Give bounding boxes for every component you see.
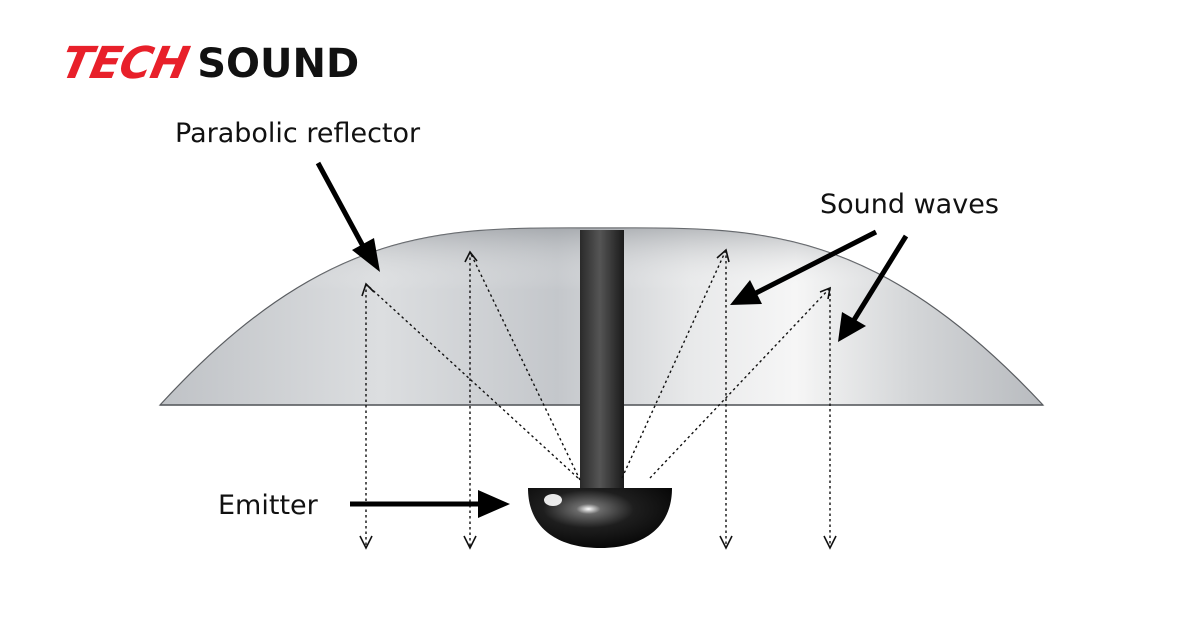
parabolic-reflector-label: Parabolic reflector [175, 118, 421, 149]
waves-arrow-1 [754, 229, 878, 296]
label-arrows [315, 161, 909, 518]
emitter-arrowhead [478, 490, 510, 518]
emitter-hemisphere [528, 488, 672, 548]
sound-waves-label: Sound waves [820, 189, 999, 220]
logo-sound-text: SOUND [197, 41, 360, 87]
techsound-logo: TECH SOUND [57, 34, 360, 94]
ray-arrowheads [359, 248, 837, 550]
sound-wave-rays [365, 249, 831, 546]
support-rod [580, 230, 624, 488]
waves-arrowhead-2 [838, 312, 866, 342]
emitter-label: Emitter [218, 490, 318, 521]
waves-arrowhead-1 [730, 280, 762, 305]
waves-arrow-2 [851, 234, 909, 322]
emitter-highlight [544, 494, 562, 506]
reflector-arrow [315, 161, 367, 250]
reflector-arrowhead [352, 238, 380, 272]
